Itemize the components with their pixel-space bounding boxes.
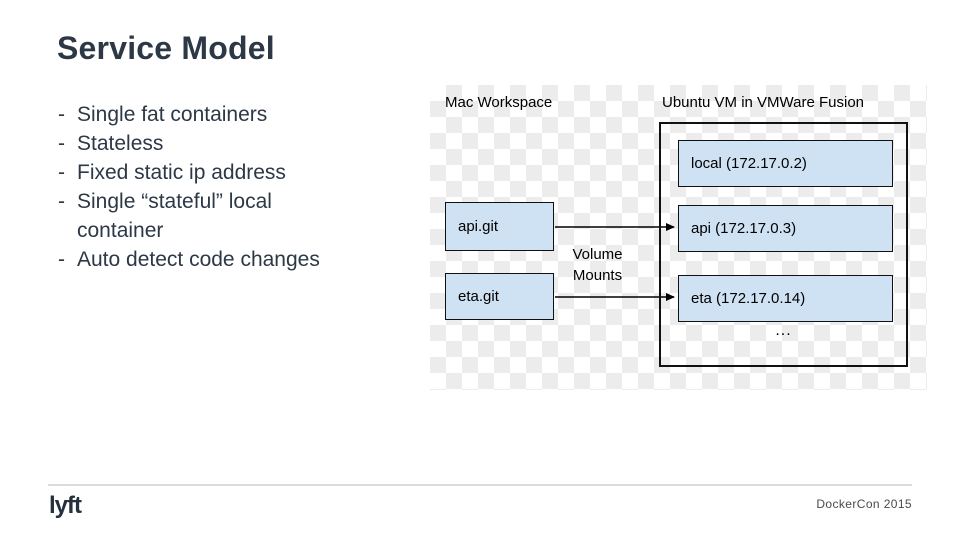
more-containers-indicator: ... bbox=[775, 322, 792, 339]
api-git-box: api.git bbox=[445, 202, 554, 251]
mac-workspace-label: Mac Workspace bbox=[445, 94, 553, 111]
api-container-box: api (172.17.0.3) bbox=[678, 205, 893, 252]
bullet-text: Single fat containers bbox=[77, 103, 268, 126]
local-container-label: local (172.17.0.2) bbox=[691, 155, 807, 172]
local-container-box: local (172.17.0.2) bbox=[678, 140, 893, 187]
list-item: - Single fat containers bbox=[58, 100, 418, 129]
list-item: - Auto detect code changes bbox=[58, 245, 418, 274]
api-container-label: api (172.17.0.3) bbox=[691, 220, 797, 237]
bullet-dash: - bbox=[58, 248, 65, 271]
ubuntu-vm-box: local (172.17.0.2) api (172.17.0.3) eta … bbox=[659, 122, 908, 367]
list-item: - Single “stateful” local container bbox=[58, 187, 418, 245]
bullet-dash: - bbox=[58, 132, 65, 155]
bullet-dash: - bbox=[58, 103, 65, 126]
lyft-logo: lyft bbox=[49, 492, 82, 519]
page-title: Service Model bbox=[57, 30, 275, 66]
bullet-text: Fixed static ip address bbox=[77, 161, 286, 184]
volume-mount-arrows bbox=[555, 223, 675, 301]
bullet-dash: - bbox=[58, 190, 65, 213]
bullet-text: Auto detect code changes bbox=[77, 248, 320, 271]
event-label: DockerCon 2015 bbox=[816, 497, 912, 511]
list-item: - Fixed static ip address bbox=[58, 158, 418, 187]
eta-git-label: eta.git bbox=[458, 288, 499, 305]
bullet-text: Stateless bbox=[77, 132, 164, 155]
volume-mounts-label: Volume Mounts bbox=[572, 246, 623, 284]
bullet-list: - Single fat containers - Stateless - Fi… bbox=[58, 100, 418, 274]
bullet-text: Single “stateful” local container bbox=[77, 190, 272, 242]
api-git-label: api.git bbox=[458, 218, 499, 235]
service-model-diagram: Mac Workspace Ubuntu VM in VMWare Fusion… bbox=[430, 85, 927, 390]
footer-divider bbox=[48, 484, 912, 486]
list-item: - Stateless bbox=[58, 129, 418, 158]
eta-container-label: eta (172.17.0.14) bbox=[691, 290, 806, 307]
eta-container-box: eta (172.17.0.14) bbox=[678, 275, 893, 322]
ubuntu-vm-label: Ubuntu VM in VMWare Fusion bbox=[662, 94, 865, 111]
eta-git-box: eta.git bbox=[445, 273, 554, 320]
bullet-dash: - bbox=[58, 161, 65, 184]
